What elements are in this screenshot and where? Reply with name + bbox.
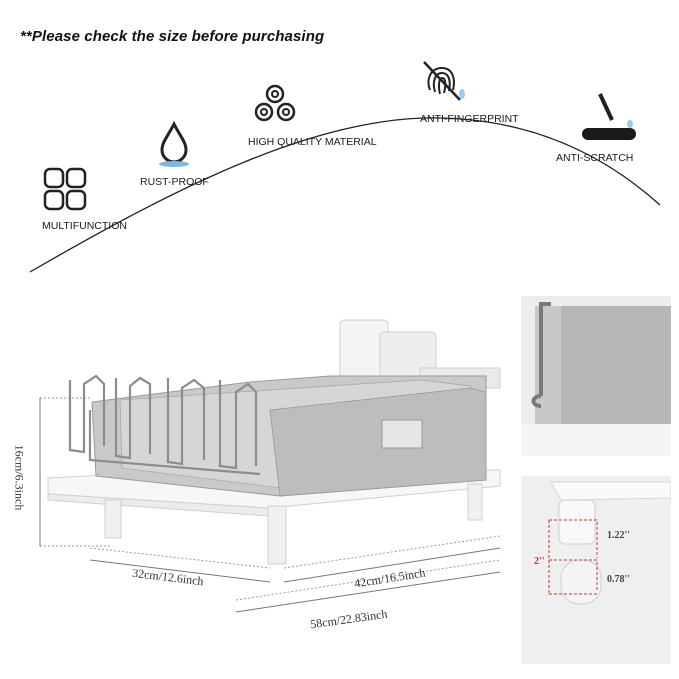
feature-label-anti-scratch: ANTI-SCRATCH [556,152,634,164]
no-fingerprint-icon [416,56,466,106]
detail-panel-leg [521,476,671,664]
feature-label-high-quality-material: HIGH QUALITY MATERIAL [248,136,377,148]
size-check-note: **Please check the size before purchasin… [20,28,325,45]
dimension-height-label: 16cm/6.3inch [12,444,27,511]
detail-upper-height: 1.22'' [607,530,631,541]
scratch-tool-icon [578,88,640,148]
feature-label-rust-proof: RUST-PROOF [140,176,209,188]
detail-total-gap: 2'' [534,556,545,567]
four-squares-icon [42,166,88,212]
water-drop-icon [150,120,198,168]
detail-lower-height: 0.78'' [607,574,631,585]
rolls-icon [252,82,298,128]
feature-label-multifunction: MULTIFUNCTION [42,220,127,232]
feature-label-anti-fingerprint: ANTI-FINGERPRINT [420,113,519,125]
detail-panel-steel [521,296,671,456]
